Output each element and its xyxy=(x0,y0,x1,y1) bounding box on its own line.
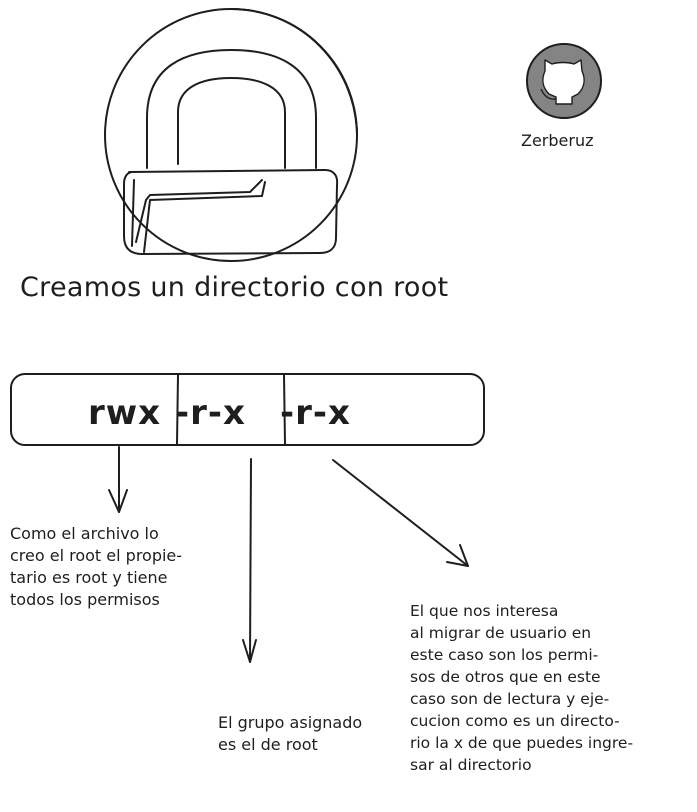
owner-note: Como el archivo lo creo el root el propi… xyxy=(10,524,183,609)
arrow-other xyxy=(332,459,469,567)
github-octocat-icon xyxy=(540,59,585,105)
padlock-icon xyxy=(104,8,358,262)
group-note: El grupo asignado es el de root xyxy=(218,713,363,754)
other-note: El que nos interesa al migrar de usuario… xyxy=(410,602,634,774)
page-title: Creamos un directorio con root xyxy=(20,272,449,303)
arrow-group xyxy=(242,458,257,663)
arrow-owner xyxy=(108,446,128,513)
group-permissions: -r-x xyxy=(175,393,246,433)
owner-permissions: rwx xyxy=(88,393,162,433)
other-permissions: -r-x xyxy=(280,393,351,433)
permission-box xyxy=(10,373,485,446)
author-name: Zerberuz xyxy=(521,131,594,150)
avatar xyxy=(526,43,602,119)
